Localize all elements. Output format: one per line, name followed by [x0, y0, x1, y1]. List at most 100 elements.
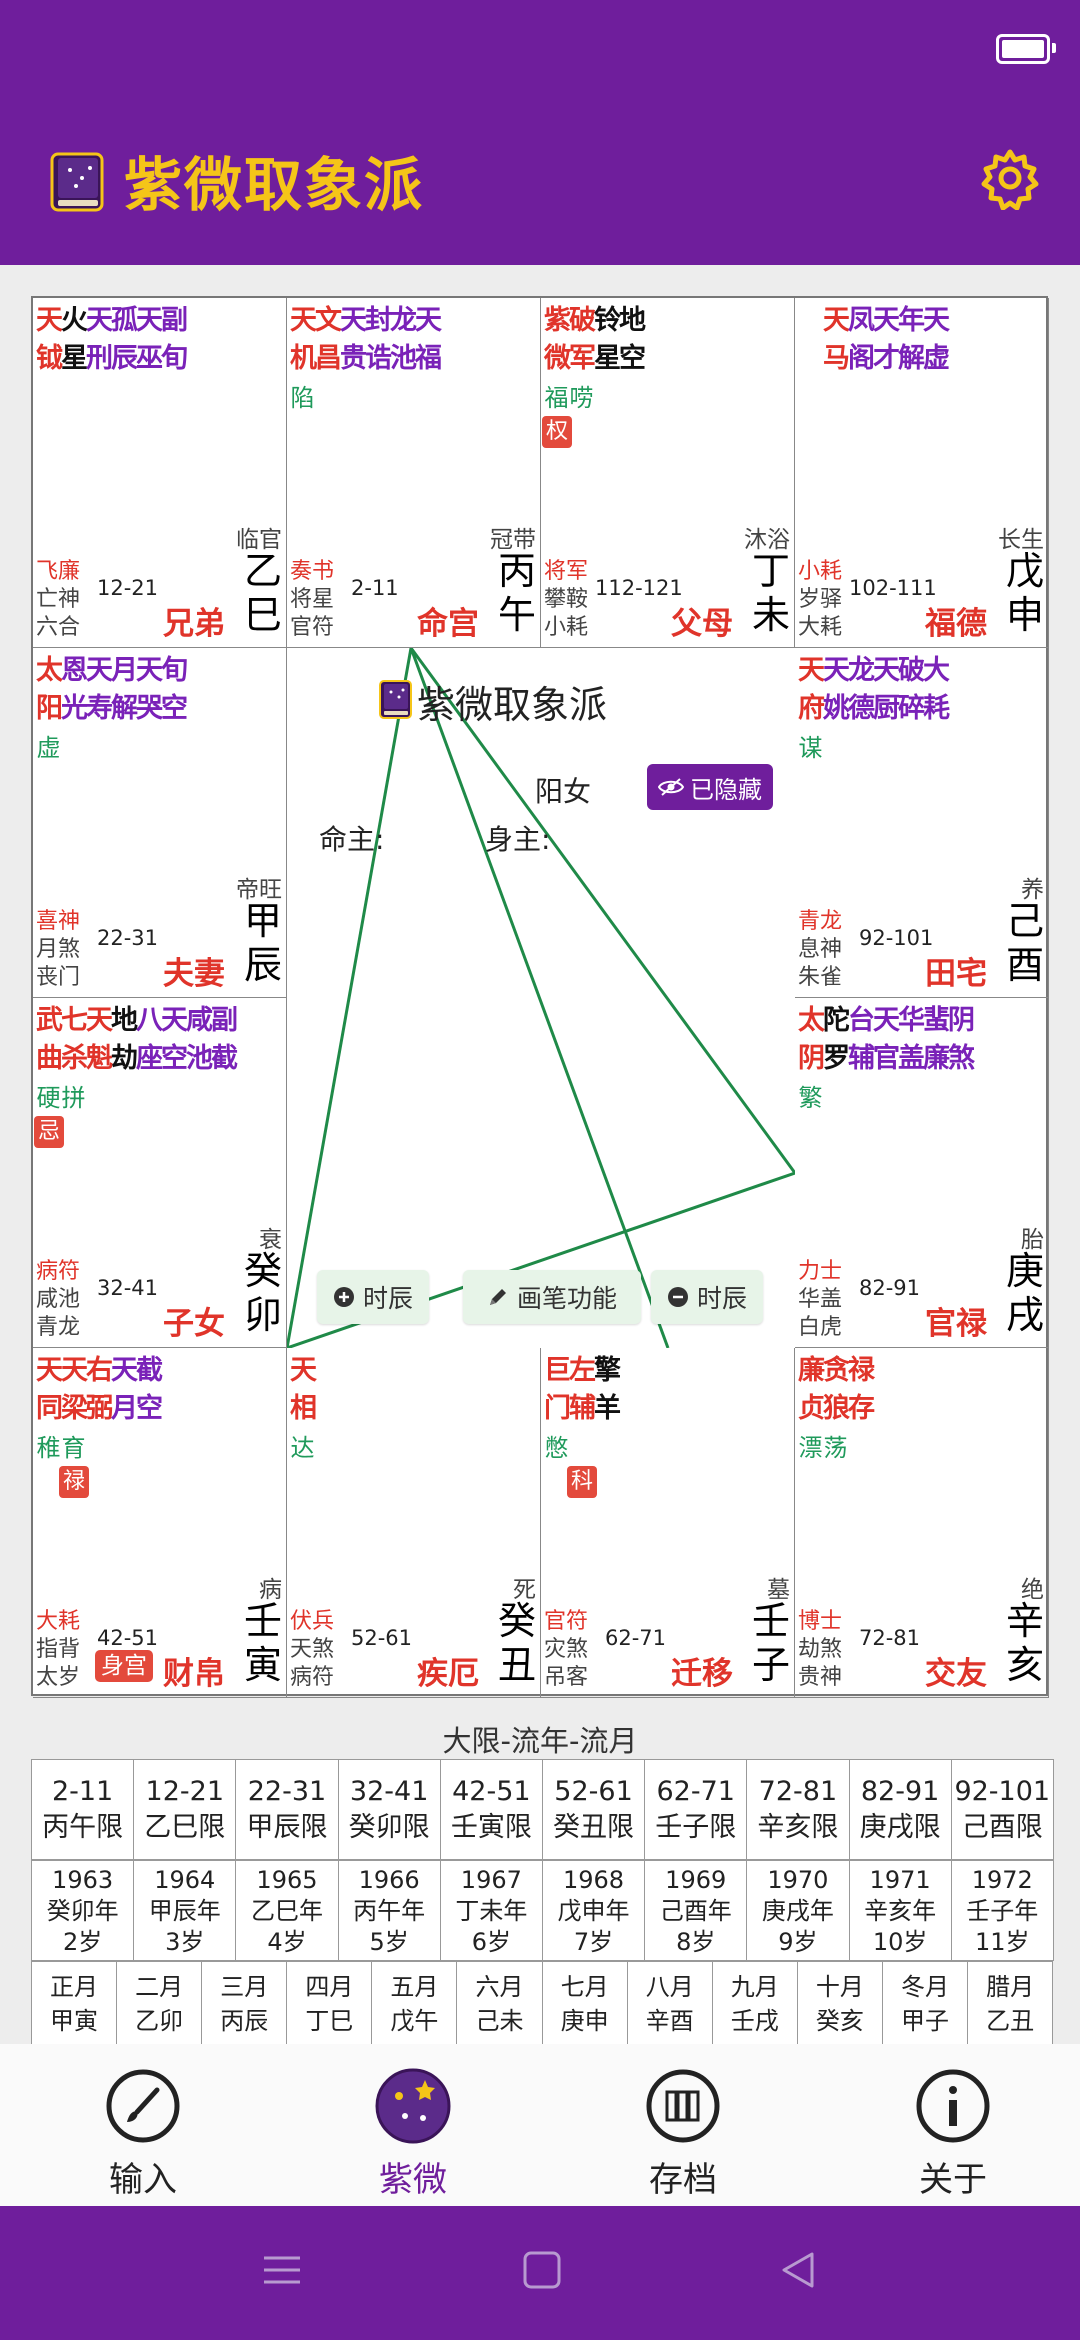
- year-year: 1963: [52, 1866, 114, 1894]
- month-cell[interactable]: 七月庚申: [542, 1962, 628, 2046]
- body-palace-badge: 身宫: [95, 1650, 153, 1682]
- month-ganzhi: 甲寅: [50, 2007, 99, 2035]
- menu-icon[interactable]: [262, 2250, 302, 2290]
- prev-hour-button[interactable]: 时辰: [317, 1270, 429, 1324]
- star-char: 廉: [798, 1355, 825, 1386]
- star-name: 贪狼: [823, 1352, 850, 1428]
- heavenly-stem: 壬: [243, 1599, 282, 1643]
- heavenly-stem: 乙: [243, 549, 282, 593]
- star-char: 火: [61, 305, 88, 336]
- nav-input[interactable]: 输入: [78, 2068, 208, 2201]
- year-year: 1965: [256, 1866, 318, 1894]
- month-row: 正月甲寅二月乙卯三月丙辰四月丁巳五月戊午六月己未七月庚申八月辛酉九月壬戌十月癸亥…: [31, 1961, 1054, 2046]
- star-char: 天: [823, 655, 850, 686]
- earthly-branch: 巳: [243, 593, 282, 637]
- decade-label: 辛亥限: [757, 1812, 839, 1843]
- brush-function-button[interactable]: 画笔功能: [463, 1270, 641, 1324]
- star-name: [798, 302, 823, 378]
- palace-name: 夫妻: [163, 956, 225, 992]
- month-cell[interactable]: 腊月乙丑: [968, 1962, 1054, 2046]
- star-name: 天刑: [86, 302, 113, 378]
- month-name: 七月: [560, 1973, 609, 2001]
- star-brightness: 福唠: [544, 378, 594, 413]
- month-cell[interactable]: 八月辛酉: [627, 1962, 713, 2046]
- month-ganzhi: 壬戌: [730, 2007, 779, 2035]
- minor-god: 白虎: [798, 1315, 843, 1340]
- month-cell[interactable]: 正月甲寅: [32, 1962, 118, 2046]
- decade-range: 42-51: [452, 1776, 531, 1807]
- year-year: 1969: [665, 1866, 727, 1894]
- month-cell[interactable]: 冬月甲子: [882, 1962, 969, 2046]
- minor-god: 丧门: [36, 965, 81, 990]
- month-cell[interactable]: 三月丙辰: [202, 1962, 288, 2046]
- month-cell[interactable]: 十月癸亥: [797, 1962, 883, 2046]
- month-cell[interactable]: 五月戊午: [372, 1962, 458, 2046]
- earthly-branch: 酉: [1005, 943, 1044, 987]
- hidden-toggle-button[interactable]: 已隐藏: [647, 764, 773, 810]
- star-char: 空: [136, 1393, 163, 1424]
- star-char: 咸: [186, 1005, 213, 1036]
- month-ganzhi: 甲子: [900, 2007, 949, 2035]
- minor-god: 岁驿: [798, 587, 843, 612]
- month-cell[interactable]: 四月丁巳: [287, 1962, 373, 2046]
- home-icon[interactable]: [522, 2250, 562, 2290]
- brightness-label: 陷: [290, 384, 315, 412]
- chart-center: 紫微取象派 阳女 已隐藏 命主: 身主: 时辰 画笔功能: [287, 648, 795, 1348]
- back-icon[interactable]: [778, 2250, 818, 2290]
- minor-god: 指背: [36, 1637, 81, 1662]
- star-name: 左辅: [569, 1352, 596, 1428]
- nav-about[interactable]: 关于: [888, 2068, 1018, 2201]
- month-cell[interactable]: 九月壬戌: [712, 1962, 798, 2046]
- earthly-branch: 亥: [1005, 1643, 1044, 1687]
- minor-god: 太岁: [36, 1665, 81, 1690]
- star-name: 凤阁: [848, 302, 875, 378]
- brush-label: 画笔功能: [516, 1284, 617, 1313]
- plus-circle-icon: [333, 1287, 354, 1307]
- star-brightness: 虚: [36, 728, 61, 763]
- month-cell[interactable]: 二月乙卯: [117, 1962, 203, 2046]
- month-cell[interactable]: 六月己未: [457, 1962, 543, 2046]
- minor-god: 奏书: [290, 559, 335, 584]
- star-char: 狼: [823, 1393, 850, 1424]
- gear-icon[interactable]: [978, 146, 1042, 210]
- star-char: 廉: [923, 1043, 950, 1074]
- nav-ziwei[interactable]: 紫微: [348, 2068, 478, 2201]
- brightness-label: 福: [544, 384, 569, 412]
- next-hour-button[interactable]: 时辰: [651, 1270, 763, 1324]
- star-char: 天: [290, 1355, 317, 1386]
- nav-archive[interactable]: 存档: [618, 2068, 748, 2201]
- minor-god: 亡神: [36, 587, 81, 612]
